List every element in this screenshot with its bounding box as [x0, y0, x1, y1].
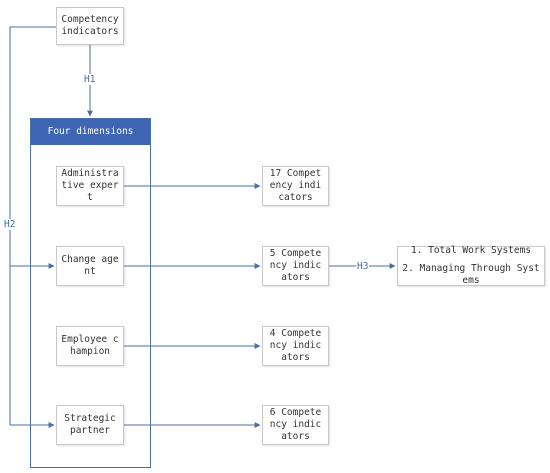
- out-admin-node: 17 Competency indicators: [262, 166, 329, 206]
- competency-indicators-label: Competency indicators: [61, 14, 119, 37]
- competency-indicators-node: Competency indicators: [56, 7, 124, 45]
- edge-label-h3: H3: [356, 261, 370, 272]
- edge-label-h1: H1: [83, 74, 97, 85]
- out-employee-node: 4 Competency indicators: [262, 326, 329, 366]
- four-dimensions-header: Four dimensions: [31, 119, 150, 145]
- out-strategic-label: 6 Competency indicators: [269, 407, 322, 442]
- strategic-partner-node: Strategic partner: [56, 405, 124, 445]
- systems-item-1: 1. Total Work Systems: [410, 245, 532, 256]
- change-agent-node: Change agent: [56, 246, 124, 286]
- strategic-partner-label: Strategic partner: [64, 413, 116, 436]
- edge-label-h2: H2: [3, 219, 17, 230]
- systems-node: 1. Total Work Systems 2. Managing Throug…: [397, 245, 545, 286]
- out-strategic-node: 6 Competency indicators: [262, 405, 329, 445]
- four-dimensions-frame: Four dimensions: [30, 118, 151, 468]
- administrative-expert-node: Administrative expert: [56, 166, 124, 206]
- out-change-label: 5 Competency indicators: [269, 248, 322, 283]
- out-change-node: 5 Competency indicators: [262, 246, 329, 286]
- out-admin-label: 17 Competency indicators: [269, 168, 322, 203]
- administrative-expert-label: Administrative expert: [61, 168, 119, 203]
- employee-champion-label: Employee champion: [61, 334, 119, 357]
- employee-champion-node: Employee champion: [56, 326, 124, 366]
- edge-h2-trunk: [9, 26, 56, 425]
- systems-item-2: 2. Managing Through Systems: [402, 263, 540, 286]
- out-employee-label: 4 Competency indicators: [269, 328, 322, 363]
- change-agent-label: Change agent: [61, 254, 119, 277]
